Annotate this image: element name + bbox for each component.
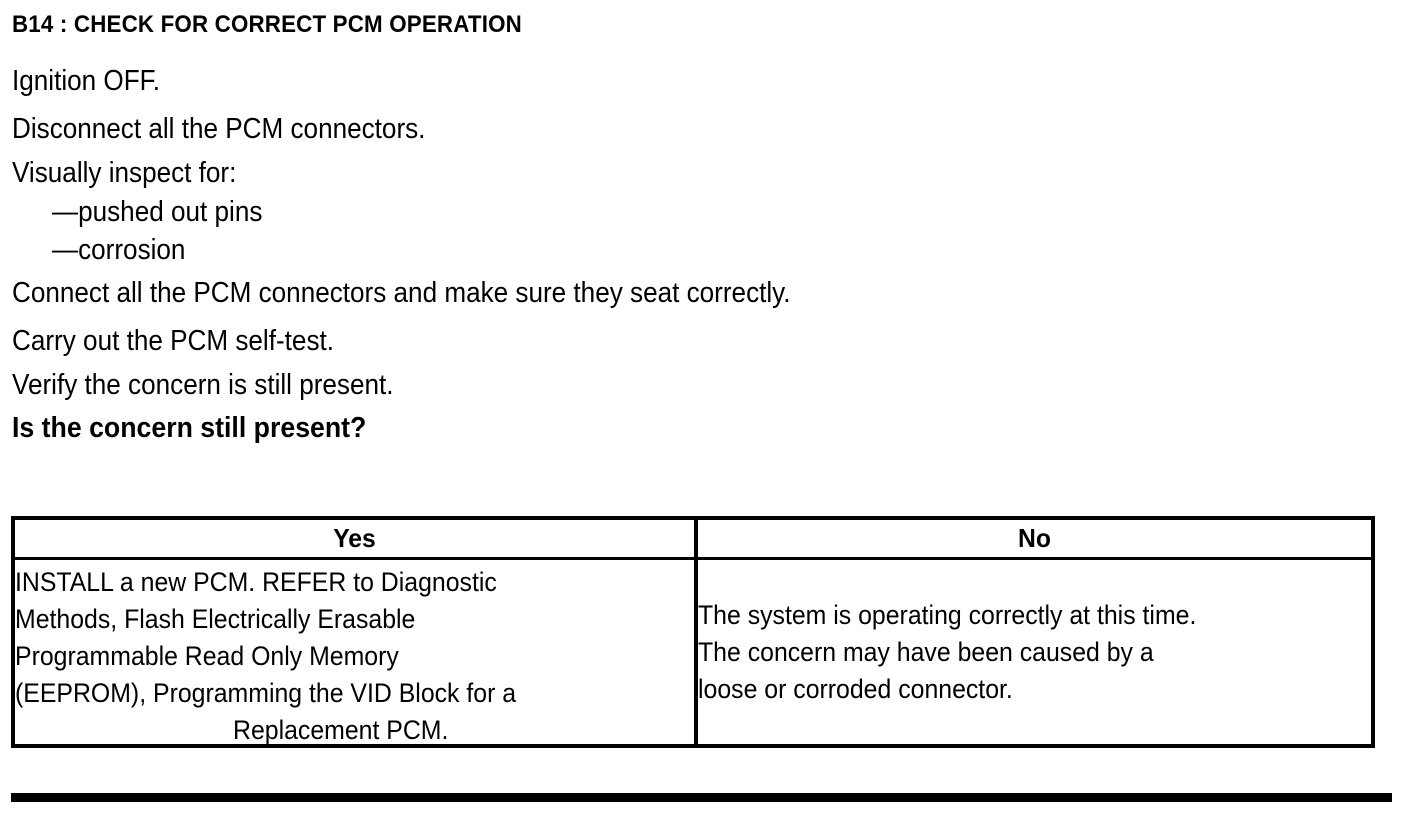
table-header-no: No — [1018, 523, 1051, 553]
table-column-divider — [694, 520, 698, 744]
yes-cell-line-1: INSTALL a new PCM. REFER to Diagnostic — [15, 567, 497, 597]
decision-question: Is the concern still present? — [12, 412, 367, 444]
yes-cell-line-4: (EEPROM), Programming the VID Block for … — [15, 678, 517, 708]
table-cell-no: The system is operating correctly at thi… — [698, 560, 1371, 744]
no-cell-line-2: The concern may have been caused by a — [698, 636, 1154, 667]
yes-cell-line-5: Replacement PCM. — [233, 715, 449, 745]
yes-cell-line-3: Programmable Read Only Memory — [15, 641, 399, 671]
instruction-line-8: Verify the concern is still present. — [12, 369, 394, 401]
section-divider-rule — [11, 793, 1392, 802]
instruction-line-6: Connect all the PCM connectors and make … — [12, 277, 791, 309]
no-cell-line-1: The system is operating correctly at thi… — [698, 599, 1197, 630]
table-cell-yes: INSTALL a new PCM. REFER to Diagnostic M… — [15, 560, 694, 745]
instruction-line-1: Ignition OFF. — [12, 65, 160, 97]
table-header-yes: Yes — [333, 523, 376, 553]
page-title: B14 : CHECK FOR CORRECT PCM OPERATION — [12, 11, 522, 38]
instruction-list: Ignition OFF. Disconnect all the PCM con… — [12, 57, 1382, 452]
table-row: INSTALL a new PCM. REFER to Diagnostic M… — [15, 560, 1371, 745]
instruction-line-3: Visually inspect for: — [12, 157, 237, 189]
instruction-bullet-pushed-out-pins: —pushed out pins — [52, 196, 263, 228]
instruction-line-7: Carry out the PCM self-test. — [12, 325, 335, 357]
instruction-bullet-corrosion: —corrosion — [52, 234, 186, 266]
no-cell-line-3: loose or corroded connector. — [698, 673, 1013, 704]
table-header-row: Yes No — [15, 520, 1371, 560]
yes-cell-line-2: Methods, Flash Electrically Erasable — [15, 604, 416, 634]
instruction-line-2: Disconnect all the PCM connectors. — [12, 113, 426, 145]
decision-table: Yes No INSTALL a new PCM. REFER to Diagn… — [11, 516, 1375, 748]
